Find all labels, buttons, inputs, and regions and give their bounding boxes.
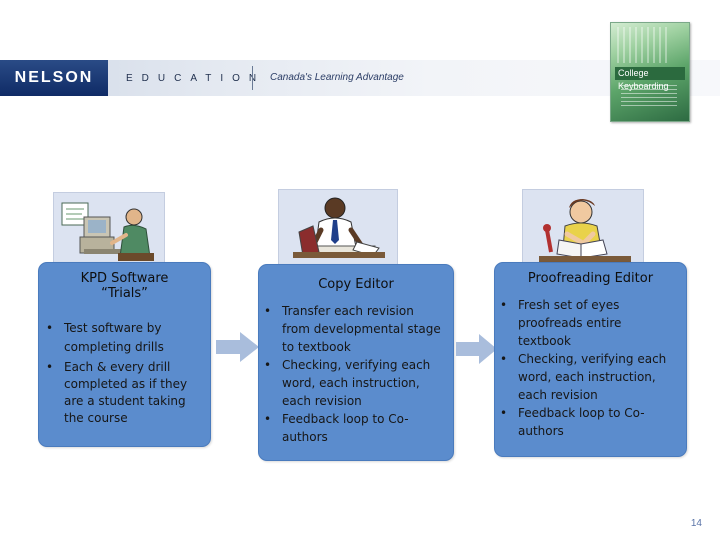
bullet-item: Test software by completing drills xyxy=(43,319,198,357)
right-arrow-icon xyxy=(456,334,498,364)
right-arrow-icon xyxy=(216,332,260,362)
proofreading-editor-card: Proofreading Editor Fresh set of eyes pr… xyxy=(494,262,687,457)
kpd-software-card: KPD Software “Trials” Test software by c… xyxy=(38,262,211,447)
header-divider xyxy=(252,66,253,90)
bullet-item: Feedback loop to Co-authors xyxy=(497,404,676,440)
card-bullet-list: Fresh set of eyes proofreads entire text… xyxy=(497,296,676,440)
book-cover-text-lines xyxy=(621,85,677,107)
bullet-item: Checking, verifying each word, each inst… xyxy=(497,350,676,404)
nelson-logo: NELSON xyxy=(0,60,108,96)
card-title-line2: “Trials” xyxy=(101,286,148,301)
copy-editor-card: Copy Editor Transfer each revision from … xyxy=(258,264,454,461)
bullet-item: Each & every drill completed as if they … xyxy=(43,359,198,427)
card-bullet-list: Transfer each revision from developmenta… xyxy=(261,302,443,446)
reading-student-clipart xyxy=(522,189,644,269)
card-title-line1: KPD Software xyxy=(81,271,169,286)
bullet-item: Checking, verifying each word, each inst… xyxy=(261,356,443,410)
page-number: 14 xyxy=(691,518,702,529)
computer-user-clipart xyxy=(53,192,165,266)
book-cover-title: College Keyboarding xyxy=(615,67,685,80)
card-title: Proofreading Editor xyxy=(497,271,676,286)
bullet-item: Transfer each revision from developmenta… xyxy=(261,302,443,356)
card-title: KPD Software “Trials” xyxy=(43,271,198,301)
office-worker-clipart xyxy=(278,189,398,267)
card-bullet-list: Test software by completing drills Each … xyxy=(43,319,198,427)
bullet-item: Feedback loop to Co-authors xyxy=(261,410,443,446)
bullet-item: Fresh set of eyes proofreads entire text… xyxy=(497,296,676,350)
brand-division: EDUCATION xyxy=(126,73,265,84)
brand-tagline: Canada's Learning Advantage xyxy=(270,72,404,83)
book-cover-image: College Keyboarding xyxy=(610,22,690,122)
card-title: Copy Editor xyxy=(261,277,443,292)
